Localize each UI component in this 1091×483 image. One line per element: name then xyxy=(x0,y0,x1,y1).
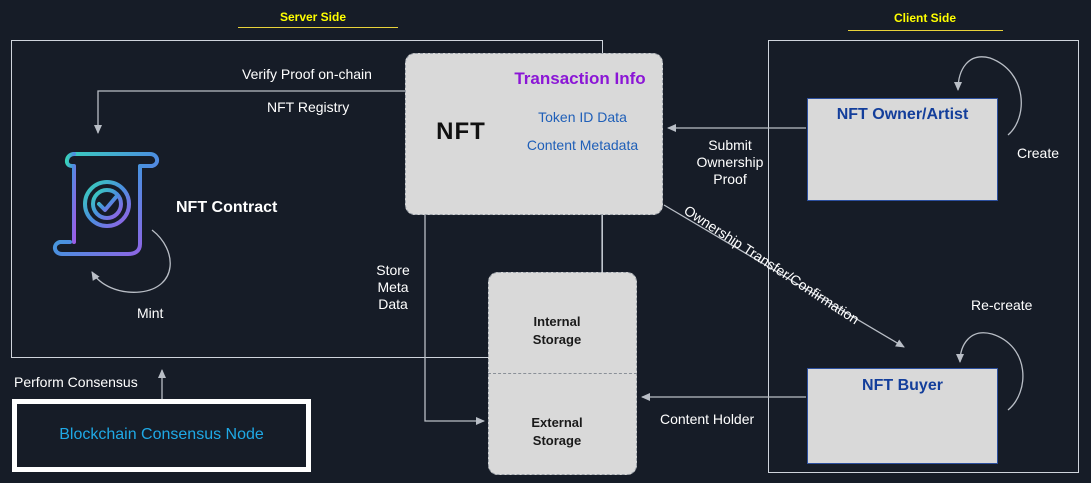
nft-owner-box xyxy=(807,98,998,201)
nft-buyer-title: NFT Buyer xyxy=(862,377,943,394)
client-side-underline xyxy=(848,30,1003,31)
consensus-node-label: Blockchain Consensus Node xyxy=(59,426,264,443)
transaction-info-box xyxy=(405,53,663,215)
storage-divider xyxy=(488,373,637,374)
create-cycle-icon xyxy=(954,56,1022,136)
store-meta-arrow xyxy=(424,215,485,425)
client-side-title: Client Side xyxy=(893,11,956,25)
token-id-data-label: Token ID Data xyxy=(538,109,627,125)
nft-badge-text: NFT xyxy=(436,118,486,145)
verify-proof-arrow xyxy=(94,90,405,134)
client-side-frame xyxy=(768,40,1079,473)
ownership-transfer-arrow xyxy=(663,204,905,348)
create-label: Create xyxy=(1017,145,1060,161)
verify-proof-label: Verify Proof on-chain xyxy=(242,66,372,82)
perform-consensus-label: Perform Consensus xyxy=(14,374,138,390)
recreate-cycle-icon xyxy=(956,332,1024,411)
nft-buyer-box xyxy=(807,368,998,464)
nft-owner-title: NFT Owner/Artist xyxy=(836,106,969,123)
consensus-node-box xyxy=(12,399,311,472)
server-side-underline xyxy=(238,27,398,28)
nft-registry-label: NFT Registry xyxy=(267,99,350,115)
recreate-label: Re-create xyxy=(971,297,1033,313)
contract-scroll-icon xyxy=(53,152,159,256)
content-holder-label: Content Holder xyxy=(660,411,755,427)
nft-contract-label: NFT Contract xyxy=(176,199,278,216)
transaction-info-title: Transaction Info xyxy=(514,69,646,88)
server-side-title: Server Side xyxy=(279,10,347,24)
mint-cycle-icon xyxy=(91,229,171,293)
mint-label: Mint xyxy=(137,305,164,321)
content-metadata-label: Content Metadata xyxy=(526,137,639,153)
